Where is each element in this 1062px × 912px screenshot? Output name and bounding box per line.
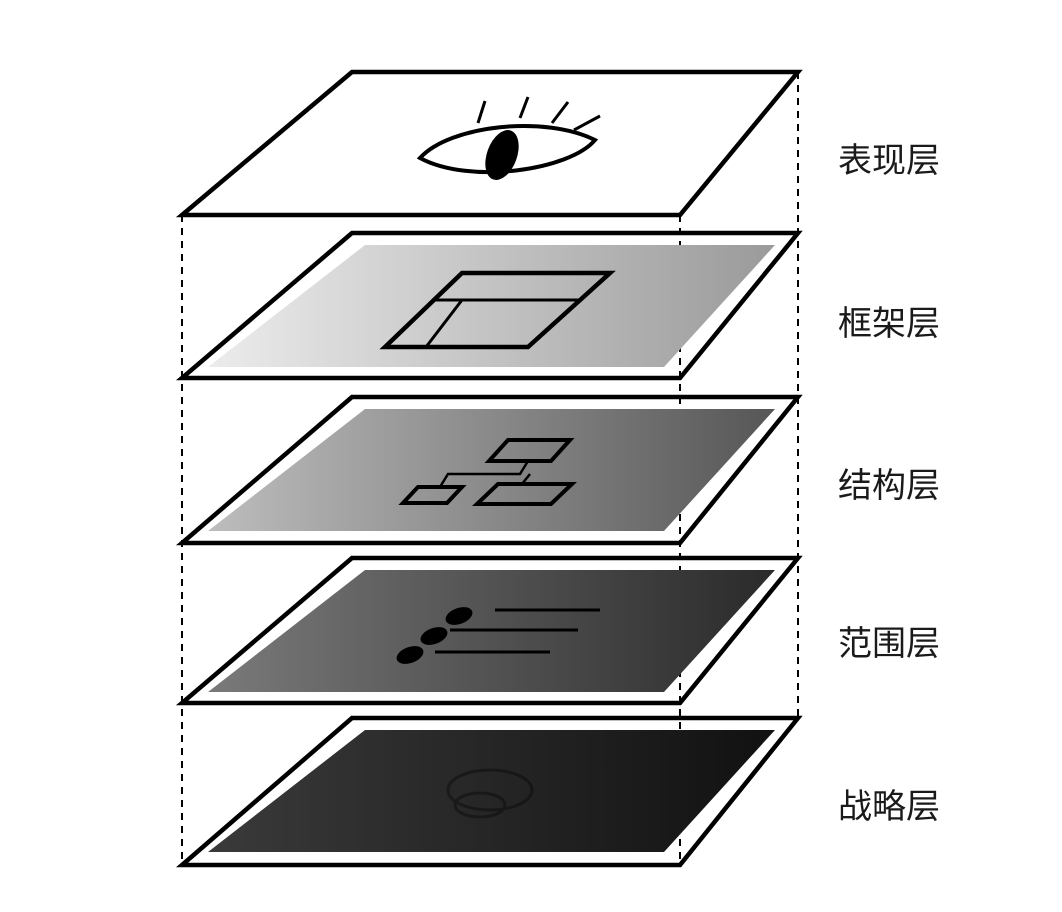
plane-strategy-fill <box>208 730 775 852</box>
label-structure: 结构层 <box>838 466 940 506</box>
layer-skeleton <box>175 230 803 381</box>
layer-scope <box>175 555 803 706</box>
layer-surface <box>175 69 803 218</box>
plane-skeleton <box>175 230 803 381</box>
plane-strategy <box>175 715 803 868</box>
plane-surface <box>175 69 803 218</box>
plane-structure <box>175 394 803 546</box>
flowchart-icon <box>398 438 577 506</box>
target-icon <box>446 768 534 819</box>
label-strategy: 战略层 <box>838 787 940 827</box>
eye-icon <box>416 96 601 180</box>
label-skeleton: 框架层 <box>838 304 940 344</box>
layer-strategy <box>175 715 803 868</box>
wireframe-icon <box>379 270 616 350</box>
plane-scope <box>175 555 803 706</box>
label-scope: 范围层 <box>838 624 940 664</box>
list-icon <box>396 607 600 664</box>
plane-structure-fill <box>208 409 775 531</box>
layer-structure <box>175 394 803 546</box>
label-surface: 表现层 <box>838 141 940 181</box>
plane-skeleton-fill <box>208 245 775 367</box>
